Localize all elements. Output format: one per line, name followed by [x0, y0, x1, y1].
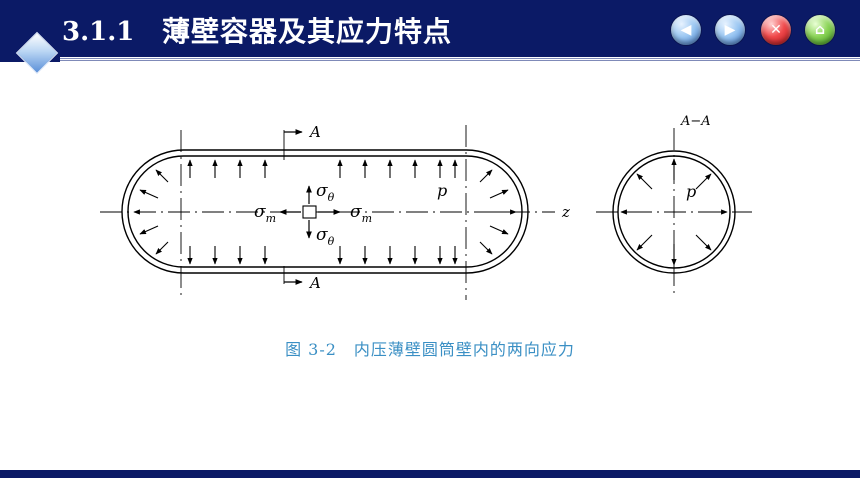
- pressure-arrows-bottom: [187, 246, 458, 265]
- section-label-bottom: A: [308, 274, 321, 292]
- section-view-title: A−A: [680, 114, 711, 129]
- section-label-top: A: [308, 123, 321, 141]
- figure-caption: 图 3-2 内压薄壁圆筒壁内的两向应力: [285, 340, 575, 359]
- pressure-label: p: [437, 181, 447, 200]
- hoop-stress-label-top: σθ: [316, 181, 335, 204]
- hoop-stress-label-bottom: σθ: [316, 225, 335, 248]
- axis-label-z: z: [561, 203, 570, 221]
- reference-lines: [180, 125, 467, 300]
- back-button[interactable]: ◀: [670, 14, 702, 46]
- close-icon: ✕: [770, 22, 782, 38]
- forward-arrow-icon: ▶: [724, 22, 736, 38]
- axial-stress-label-left: σm: [254, 202, 276, 225]
- pressure-arrows-right-cap: [479, 169, 517, 255]
- section-title: 薄壁容器及其应力特点: [162, 15, 453, 48]
- back-arrow-icon: ◀: [680, 22, 692, 38]
- thin-wall-cylinder-diagram: A A: [100, 114, 752, 300]
- section-view-walls: [612, 150, 736, 274]
- forward-button[interactable]: ▶: [714, 14, 746, 46]
- section-pressure-arrows: [620, 158, 728, 266]
- section-pressure-label: p: [686, 182, 696, 201]
- stress-arrows: [279, 185, 341, 239]
- header-rule-line: [60, 57, 860, 62]
- pressure-arrows-top: [187, 159, 458, 178]
- cylinder-walls: [121, 149, 529, 274]
- stress-element: [302, 205, 317, 219]
- close-button[interactable]: ✕: [760, 14, 792, 46]
- section-number: 3.1.1: [62, 17, 135, 47]
- home-button[interactable]: ⌂: [804, 14, 836, 46]
- footer-bar: [0, 470, 860, 478]
- pressure-arrows-left-cap: [133, 169, 169, 255]
- home-icon: ⌂: [814, 22, 826, 38]
- axial-stress-label-right: σm: [350, 202, 372, 225]
